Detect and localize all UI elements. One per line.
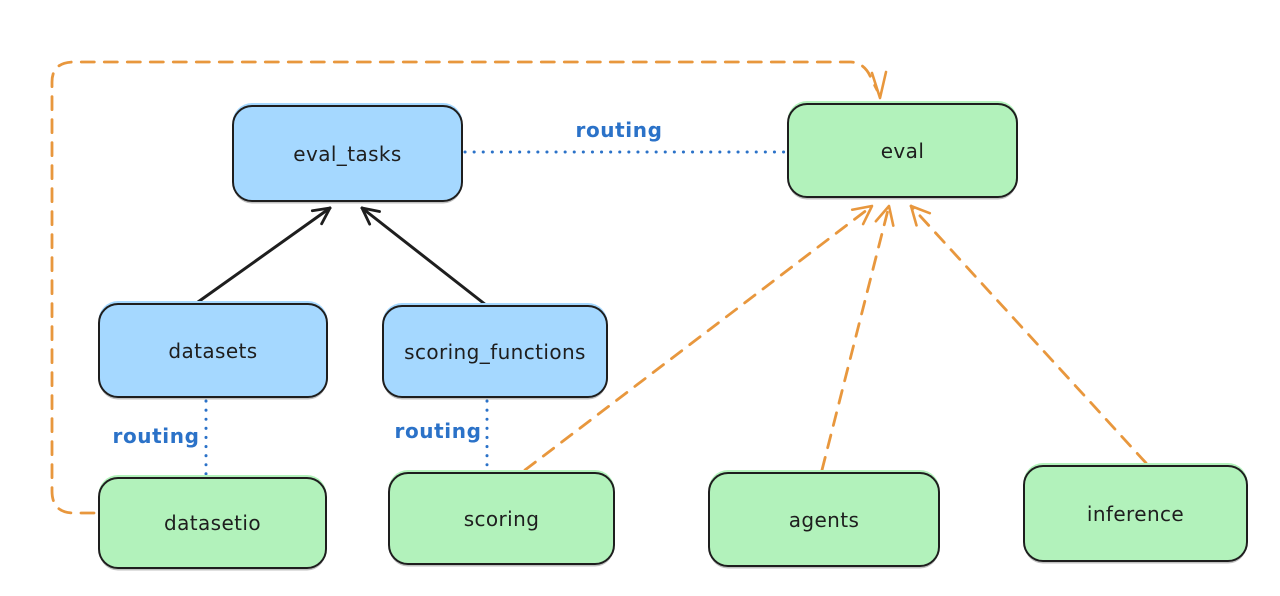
routing-label-eval-tasks-eval: routing [575,118,663,142]
edge-datasets-to-eval-tasks [196,206,332,304]
edge-scoring-to-eval [523,204,874,472]
edge-inference-to-eval [909,204,1148,465]
edge-datasetio-to-eval [50,60,879,515]
node-agents: agents [708,472,940,567]
node-inference: inference [1023,465,1248,562]
routing-label-datasets-datasetio: routing [112,424,200,448]
edge-agents-to-eval [820,204,895,472]
node-datasets: datasets [98,303,328,398]
node-eval: eval [787,103,1018,198]
edge-datasetio-to-eval-arrowhead [870,70,888,100]
routing-label-scoring-functions-scoring: routing [394,419,482,443]
edge-scoring-functions-to-eval-tasks [360,206,488,307]
node-eval-tasks: eval_tasks [232,105,463,202]
node-scoring: scoring [388,472,615,565]
node-scoring-functions: scoring_functions [382,305,608,398]
node-datasetio: datasetio [98,477,327,569]
